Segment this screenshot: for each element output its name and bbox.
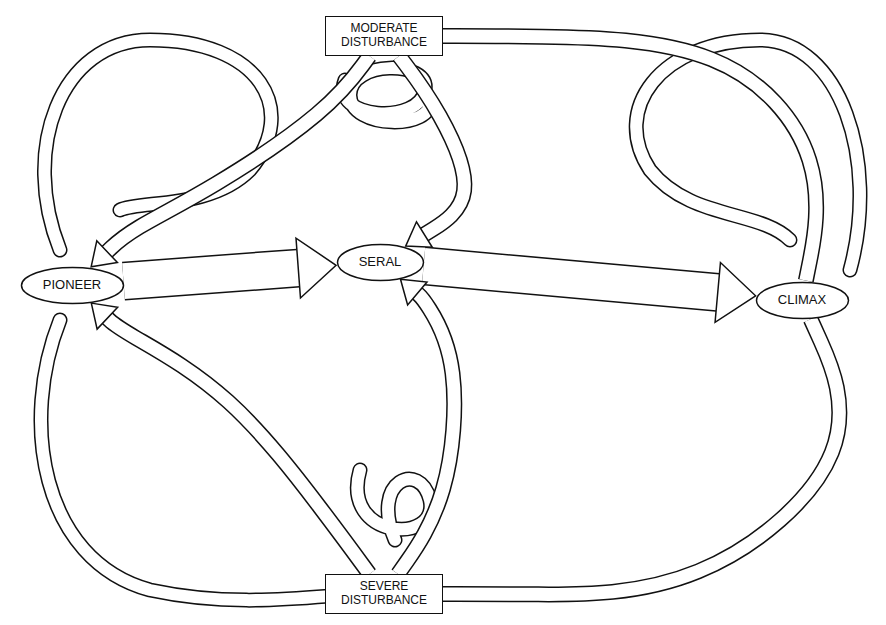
ribbon-arrow [123,238,336,298]
ribbon-arrow [424,263,756,323]
ribbon-arrow [91,56,369,267]
node-label: PIONEER [43,278,102,293]
node-label: SERAL [359,255,402,270]
ribbon-arrow [398,279,454,574]
ribbon-arrow [399,56,464,247]
node-label: SEVERE DISTURBANCE [334,580,434,608]
ribbon-arrow [91,303,369,574]
stage-ellipse: PIONEER [20,266,125,305]
node-label: CLIMAX [778,293,826,308]
ribbon-arrow [443,36,816,281]
disturbance-box: MODERATE DISTURBANCE [325,16,443,56]
node-label: MODERATE DISTURBANCE [334,22,434,50]
ribbon-arrow [443,319,839,594]
stage-ellipse: SERAL [336,243,425,282]
stage-ellipse: CLIMAX [755,281,850,320]
disturbance-box: SEVERE DISTURBANCE [325,574,443,614]
